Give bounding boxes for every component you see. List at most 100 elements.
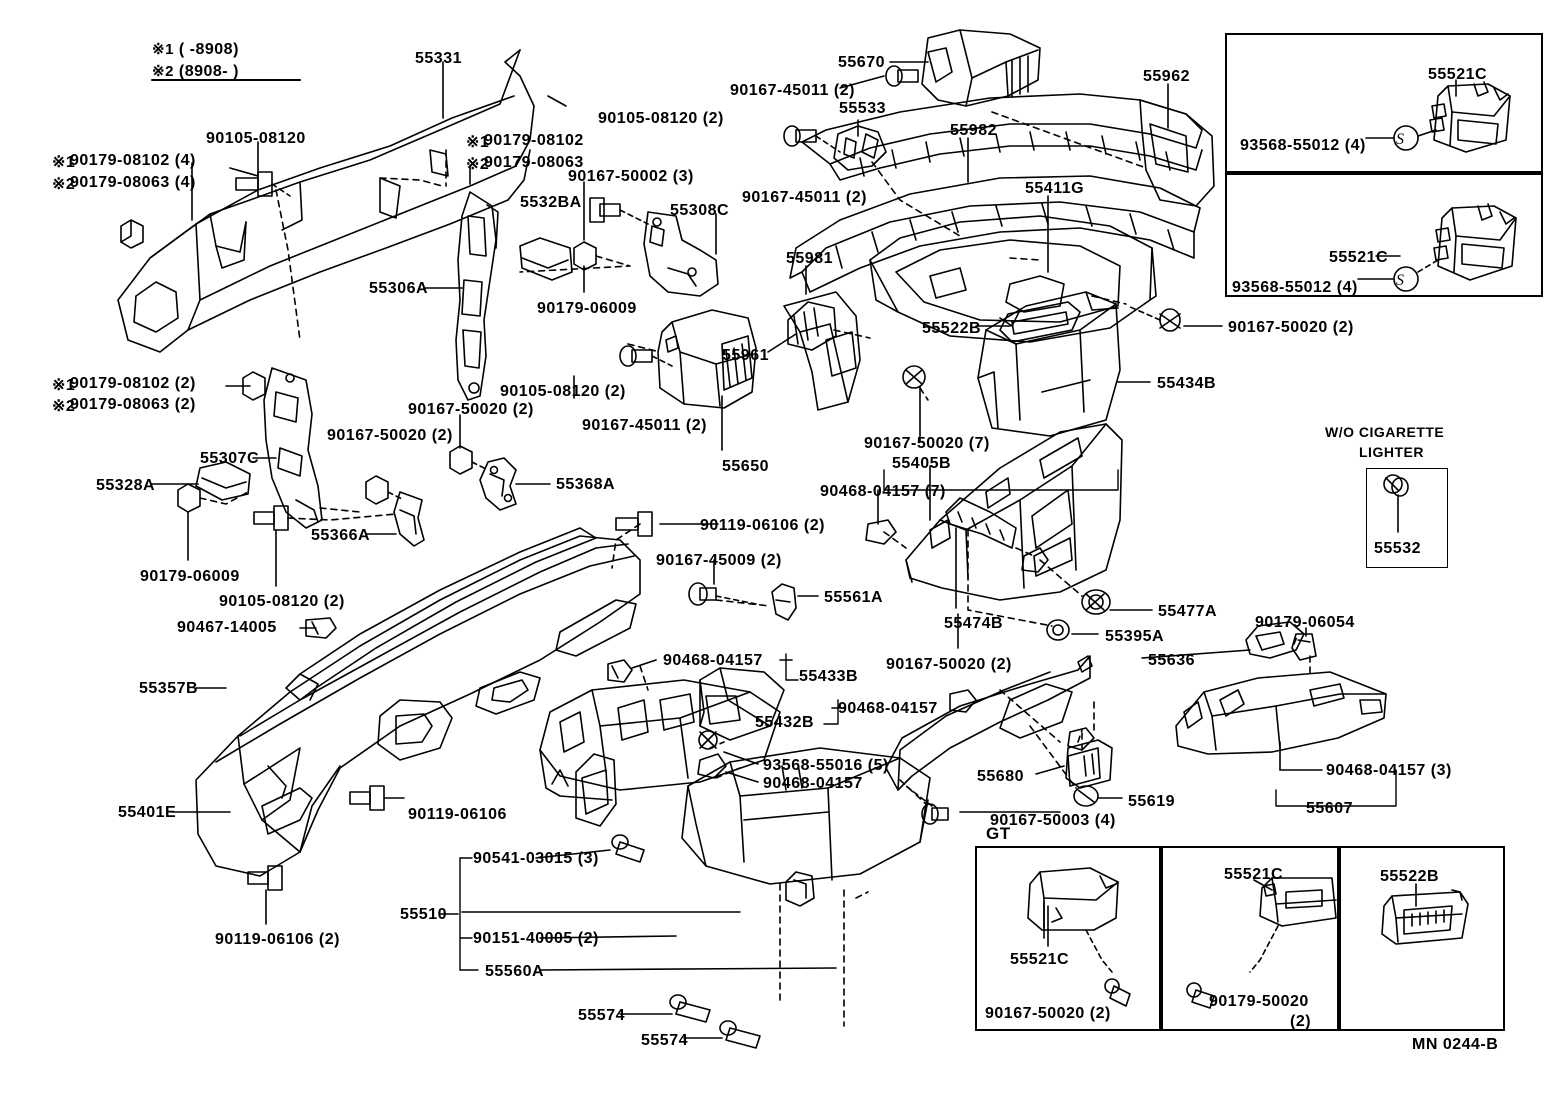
legend-mark2-symbol: ※2 xyxy=(152,63,174,80)
part-label-90167-50020--7-: 90167-50020 (7) xyxy=(864,435,990,452)
part-label-55411g: 55411G xyxy=(1025,180,1085,197)
section-label-gt: GT xyxy=(986,824,1011,843)
part-label-55981: 55981 xyxy=(786,250,833,267)
part-label-90167-50002--3-: 90167-50002 (3) xyxy=(568,168,694,185)
part-55607-lower-panel xyxy=(1175,671,1387,755)
part-55307C-bracket xyxy=(263,367,323,529)
mark-prefix-1c: ※1 xyxy=(466,134,490,151)
part-label-90105-08120: 90105-08120 xyxy=(206,130,306,147)
part-55411G-cluster-panel xyxy=(869,215,1157,343)
part-label-55636: 55636 xyxy=(1148,652,1195,669)
part-label-55395a: 55395A xyxy=(1105,628,1165,645)
part-label-55474b: 55474B xyxy=(944,615,1004,632)
part-label-90467-14005: 90467-14005 xyxy=(177,619,277,636)
part-label-55561a: 55561A xyxy=(824,589,884,606)
part-label-55401e: 55401E xyxy=(118,804,177,821)
part-label-55477a: 55477A xyxy=(1158,603,1218,620)
part-label-55434b: 55434B xyxy=(1157,375,1217,392)
part-label-93568-55016--5-: 93568-55016 (5) xyxy=(763,757,889,774)
part-label-55432b: 55432B xyxy=(755,714,815,731)
part-55308C-bracket xyxy=(643,211,719,297)
part-label-55521c: 55521C xyxy=(1329,249,1389,266)
part-55619-knob xyxy=(1073,785,1099,807)
part-label-55522b: 55522B xyxy=(922,320,982,337)
part-label-93568-55012--4-: 93568-55012 (4) xyxy=(1240,137,1366,154)
inset-box-wo-cigarette-lighter xyxy=(1366,468,1448,568)
legend-mark1-symbol: ※1 xyxy=(152,41,174,58)
part-label-90179-06009: 90179-06009 xyxy=(537,300,637,317)
sheet-code: MN 0244-B xyxy=(1412,1036,1499,1053)
legend-mark-1: ※1 ( -8908) xyxy=(152,40,239,59)
inset-box-gt-1 xyxy=(975,846,1161,1031)
part-5532BA-bracket xyxy=(519,237,573,281)
part-55561A-clip xyxy=(771,583,797,621)
part-label-55680: 55680 xyxy=(977,768,1024,785)
part-label-90167-45009--2-: 90167-45009 (2) xyxy=(656,552,782,569)
part-label-55533: 55533 xyxy=(839,100,886,117)
inset-box-55521c-upper xyxy=(1225,33,1543,173)
part-55670-nozzle xyxy=(921,29,1041,107)
part-label-90179-50020: 90179-50020 xyxy=(1209,993,1309,1010)
part-label-90179-08063: 90179-08063 xyxy=(484,154,584,171)
part-label-55366a: 55366A xyxy=(311,527,371,544)
inset-box-55521c-lower xyxy=(1225,173,1543,297)
part-55962-panel xyxy=(1139,99,1215,207)
part-label-55357b: 55357B xyxy=(139,680,199,697)
part-label-93568-55012--4-: 93568-55012 (4) xyxy=(1232,279,1358,296)
part-55331-beam xyxy=(117,49,535,353)
part-label-90468-04157--7-: 90468-04157 (7) xyxy=(820,483,946,500)
part-label-90179-08102--4-: 90179-08102 (4) xyxy=(70,152,196,169)
part-label-90167-50020--2-: 90167-50020 (2) xyxy=(327,427,453,444)
inset-box-gt-3 xyxy=(1339,846,1505,1031)
part-label-90179-06009: 90179-06009 xyxy=(140,568,240,585)
part-label-90179-08102--2-: 90179-08102 (2) xyxy=(70,375,196,392)
section-label-wo-cigarette-line2: LIGHTER xyxy=(1359,444,1424,460)
legend-mark-2: ※2 (8908- ) xyxy=(152,62,239,81)
part-label-90167-50020--2-: 90167-50020 (2) xyxy=(985,1005,1111,1022)
part-label-55510: 55510 xyxy=(400,906,447,923)
part-label-55433b: 55433B xyxy=(799,668,859,685)
part-label-90167-50020--2-: 90167-50020 (2) xyxy=(1228,319,1354,336)
part-55306A-bracket xyxy=(455,191,499,401)
part-label-90105-08120--2-: 90105-08120 (2) xyxy=(500,383,626,400)
part-label-55331: 55331 xyxy=(415,50,462,67)
part-label-55560a: 55560A xyxy=(485,963,545,980)
part-55981-end xyxy=(783,291,861,411)
mark-prefix-2c: ※2 xyxy=(466,156,490,173)
part-label-90119-06106--2-: 90119-06106 (2) xyxy=(215,931,340,948)
part-55522B-plate xyxy=(999,301,1081,343)
part-label-5532ba: 5532BA xyxy=(520,194,582,211)
part-55366A-bracket xyxy=(393,491,425,547)
part-label-90151-40005--2-: 90151-40005 (2) xyxy=(473,930,599,947)
inset-box-gt-2 xyxy=(1161,846,1339,1031)
part-label-90167-45011--2-: 90167-45011 (2) xyxy=(582,417,707,434)
part-label-55961: 55961 xyxy=(722,347,769,364)
part-label-90167-45011--2-: 90167-45011 (2) xyxy=(730,82,855,99)
part-55395A-clip xyxy=(1046,619,1070,641)
part-55533-clamp xyxy=(833,125,887,171)
section-label-wo-cigarette-line1: W/O CIGARETTE xyxy=(1325,424,1445,440)
part-label--2-: (2) xyxy=(1290,1013,1312,1030)
part-label-55650: 55650 xyxy=(722,458,769,475)
part-label-90179-08102: 90179-08102 xyxy=(484,132,584,149)
part-label-90468-04157: 90468-04157 xyxy=(763,775,863,792)
part-label-90179-08063--4-: 90179-08063 (4) xyxy=(70,174,196,191)
part-label-90105-08120--2-: 90105-08120 (2) xyxy=(598,110,724,127)
part-55432B-door xyxy=(539,679,781,801)
part-label-90167-50020--2-: 90167-50020 (2) xyxy=(408,401,534,418)
mark-prefix-1a: ※1 xyxy=(52,154,76,171)
part-label-55574: 55574 xyxy=(578,1007,625,1024)
screw-93568 xyxy=(698,730,718,750)
part-55368A-bracket xyxy=(479,457,517,511)
part-label-90179-08063--2-: 90179-08063 (2) xyxy=(70,396,196,413)
legend-mark2-range: (8908- ) xyxy=(178,63,239,80)
part-label-55307c: 55307C xyxy=(200,450,260,467)
part-label-55328a: 55328A xyxy=(96,477,156,494)
part-label-55670: 55670 xyxy=(838,54,885,71)
part-55434B-box xyxy=(977,291,1121,437)
mark-prefix-1b: ※1 xyxy=(52,377,76,394)
part-label-55306a: 55306A xyxy=(369,280,429,297)
part-label-90468-04157: 90468-04157 xyxy=(663,652,763,669)
part-label-55405b: 55405B xyxy=(892,455,952,472)
